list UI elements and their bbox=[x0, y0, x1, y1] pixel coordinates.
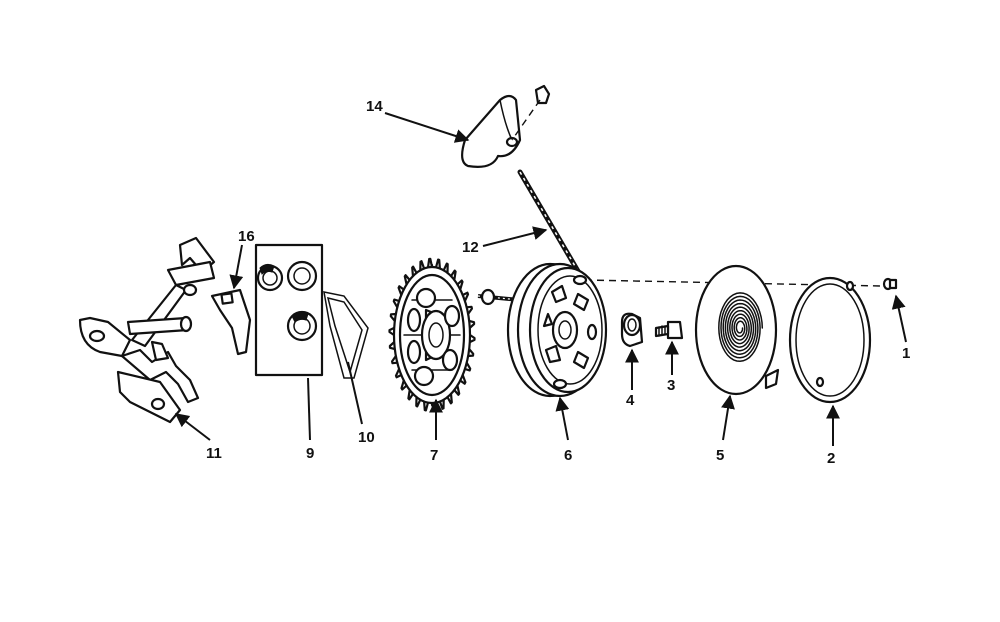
callout-14: 14 bbox=[366, 98, 383, 115]
leader-lines bbox=[174, 112, 907, 446]
drive-gear bbox=[388, 257, 476, 413]
starter-handle bbox=[461, 84, 551, 168]
bracket-assembly bbox=[78, 236, 216, 424]
callout-10: 10 bbox=[358, 429, 375, 446]
callout-11: 11 bbox=[206, 445, 222, 462]
rope-pulley bbox=[506, 262, 608, 398]
callout-labels: 1 2 3 4 5 6 7 9 10 11 12 14 16 bbox=[206, 98, 910, 467]
bushing bbox=[620, 312, 644, 348]
callout-1: 1 bbox=[902, 345, 910, 362]
callout-2: 2 bbox=[827, 450, 835, 467]
callout-6: 6 bbox=[564, 447, 572, 464]
recoil-spring bbox=[694, 264, 780, 396]
callout-16: 16 bbox=[238, 228, 255, 245]
screw bbox=[654, 320, 684, 340]
callout-7: 7 bbox=[430, 447, 438, 464]
callout-5: 5 bbox=[716, 447, 724, 464]
spring-coil bbox=[718, 292, 764, 363]
callout-3: 3 bbox=[667, 377, 675, 394]
callout-12: 12 bbox=[462, 239, 479, 256]
callout-9: 9 bbox=[306, 445, 314, 462]
mounting-plate bbox=[254, 243, 324, 377]
callout-4: 4 bbox=[626, 392, 635, 409]
cover-plate bbox=[788, 276, 872, 404]
cover-screw bbox=[882, 277, 898, 291]
gear-teeth bbox=[388, 257, 476, 413]
spring-tab bbox=[764, 368, 780, 390]
spring-clip bbox=[323, 291, 369, 379]
pawl bbox=[210, 288, 252, 356]
